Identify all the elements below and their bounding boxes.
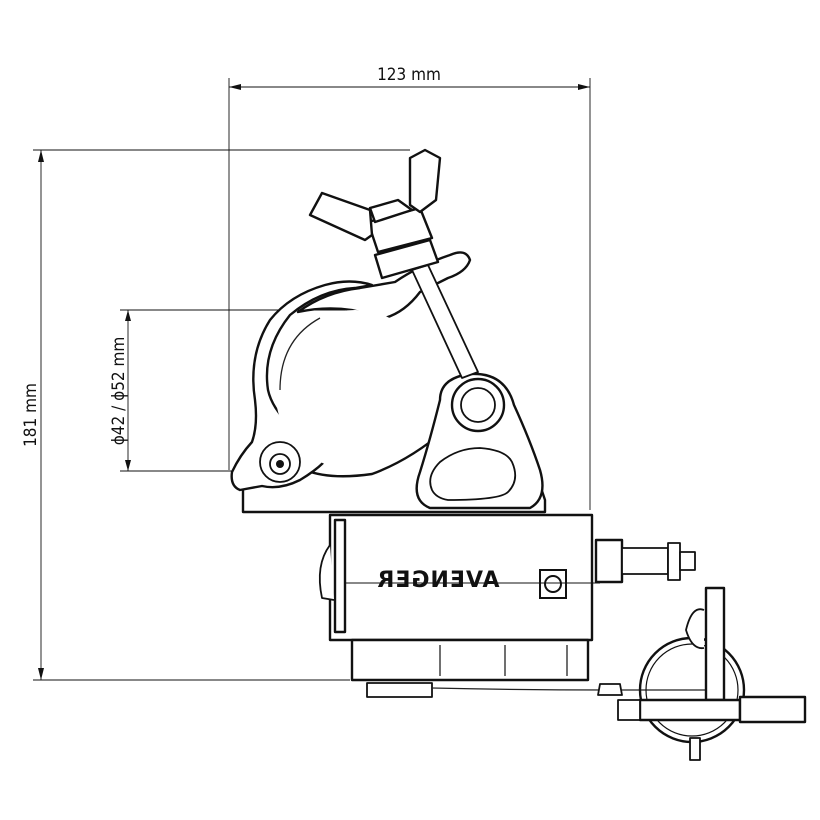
wing-nut[interactable] xyxy=(308,148,442,280)
safety-cable xyxy=(431,683,710,696)
plunger-shaft xyxy=(621,547,669,575)
diameter-dimension: ϕ42 / ϕ52 mm xyxy=(109,309,345,472)
height-label: 181 mm xyxy=(21,383,41,447)
pipe-cavity-edge xyxy=(279,317,321,391)
wing-nut-top xyxy=(368,198,414,224)
width-arrow-right xyxy=(578,84,590,90)
wing-nut-washer xyxy=(373,238,440,280)
pivot-bolt-inner xyxy=(460,387,496,423)
height-arrow-top xyxy=(38,150,44,162)
brand-logo-icon xyxy=(544,575,562,593)
brand-logo-text: AVENGER xyxy=(376,568,499,593)
pin-shank xyxy=(704,586,726,702)
diameter-arrow-top xyxy=(125,310,131,321)
height-arrow-bottom xyxy=(38,668,44,680)
diameter-label: ϕ42 / ϕ52 mm xyxy=(109,337,129,446)
width-arrow-left xyxy=(229,84,241,90)
drop-pin[interactable] xyxy=(617,586,807,761)
cable-anchor xyxy=(366,682,433,698)
brand-logo-mark xyxy=(539,569,567,599)
cable-ferrule xyxy=(597,683,623,696)
pin-head-clip xyxy=(685,608,705,650)
lock-box-edge xyxy=(333,518,347,634)
clamp-body xyxy=(230,251,547,514)
plunger-knob xyxy=(667,542,681,581)
width-label: 123 mm xyxy=(377,65,441,85)
plunger-tip xyxy=(679,551,696,571)
pin-tip xyxy=(617,699,641,721)
pin-handle[interactable] xyxy=(738,695,807,724)
housing-window xyxy=(429,447,517,501)
diameter-arrow-bottom xyxy=(125,460,131,471)
pin-ring-stem xyxy=(689,737,701,761)
grip-base xyxy=(350,638,590,682)
pipe-cavity xyxy=(275,310,435,470)
hinge-bolt-center xyxy=(276,460,284,468)
safety-lock-box: AVENGER xyxy=(318,513,600,698)
height-dimension: 181 mm xyxy=(21,149,410,681)
pin-body xyxy=(638,698,742,722)
cable-wire xyxy=(431,687,710,691)
wing-nut-left-wing[interactable] xyxy=(308,191,374,242)
clamp-jaw xyxy=(230,280,374,492)
spring-plunger xyxy=(594,538,696,584)
lock-box-side-bulge xyxy=(318,544,335,601)
plunger-collar xyxy=(594,538,624,584)
wing-nut-right-wing[interactable] xyxy=(408,148,442,214)
width-dimension: 123 mm xyxy=(228,65,591,510)
